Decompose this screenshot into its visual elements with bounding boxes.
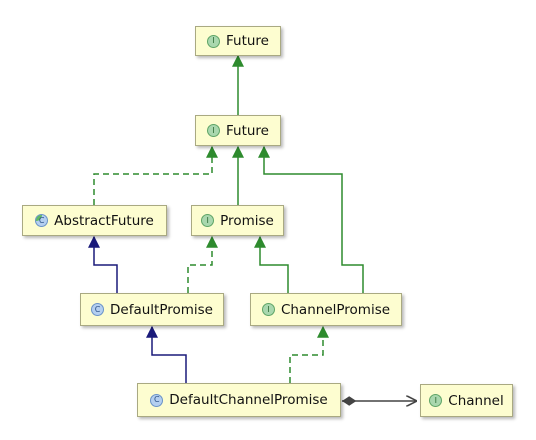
interface-icon: I — [207, 124, 220, 137]
node-channel-promise[interactable]: I ChannelPromise — [250, 293, 402, 326]
class-icon: C — [91, 303, 104, 316]
edge-abstractfuture-implements-future — [93, 145, 218, 205]
edge-channelpromise-extends-future — [258, 145, 364, 293]
abstract-class-icon: C — [35, 214, 49, 227]
interface-icon: I — [201, 214, 215, 227]
node-label: Channel — [448, 392, 504, 409]
edge-channelpromise-extends-promise — [254, 235, 289, 293]
edge-defaultpromise-implements-promise — [187, 235, 218, 293]
class-icon: C — [150, 393, 164, 407]
node-label: DefaultChannelPromise — [169, 392, 328, 408]
node-abstract-future[interactable]: C AbstractFuture — [22, 205, 167, 236]
node-default-channel-promise[interactable]: C DefaultChannelPromise — [137, 383, 341, 417]
interface-icon: I — [429, 394, 443, 407]
node-default-promise[interactable]: C DefaultPromise — [80, 293, 224, 326]
node-channel[interactable]: I Channel — [420, 384, 513, 417]
node-label: ChannelPromise — [280, 301, 391, 318]
node-future[interactable]: I Future — [195, 115, 281, 146]
node-future-top[interactable]: I Future — [195, 26, 281, 56]
node-label: Future — [226, 33, 269, 49]
node-label: Future — [226, 122, 269, 139]
edge-defaultchannelpromise-implements-channelpromise — [289, 325, 329, 383]
interface-icon: I — [261, 303, 275, 316]
edge-defaultpromise-extends-abstractfuture — [88, 235, 118, 293]
node-label: DefaultPromise — [110, 301, 213, 318]
edge-defaultchannelpromise-extends-defaultpromise — [146, 325, 187, 383]
node-label: Promise — [220, 212, 274, 229]
interface-icon: I — [207, 34, 220, 48]
node-promise[interactable]: I Promise — [191, 205, 284, 236]
node-label: AbstractFuture — [54, 212, 154, 229]
